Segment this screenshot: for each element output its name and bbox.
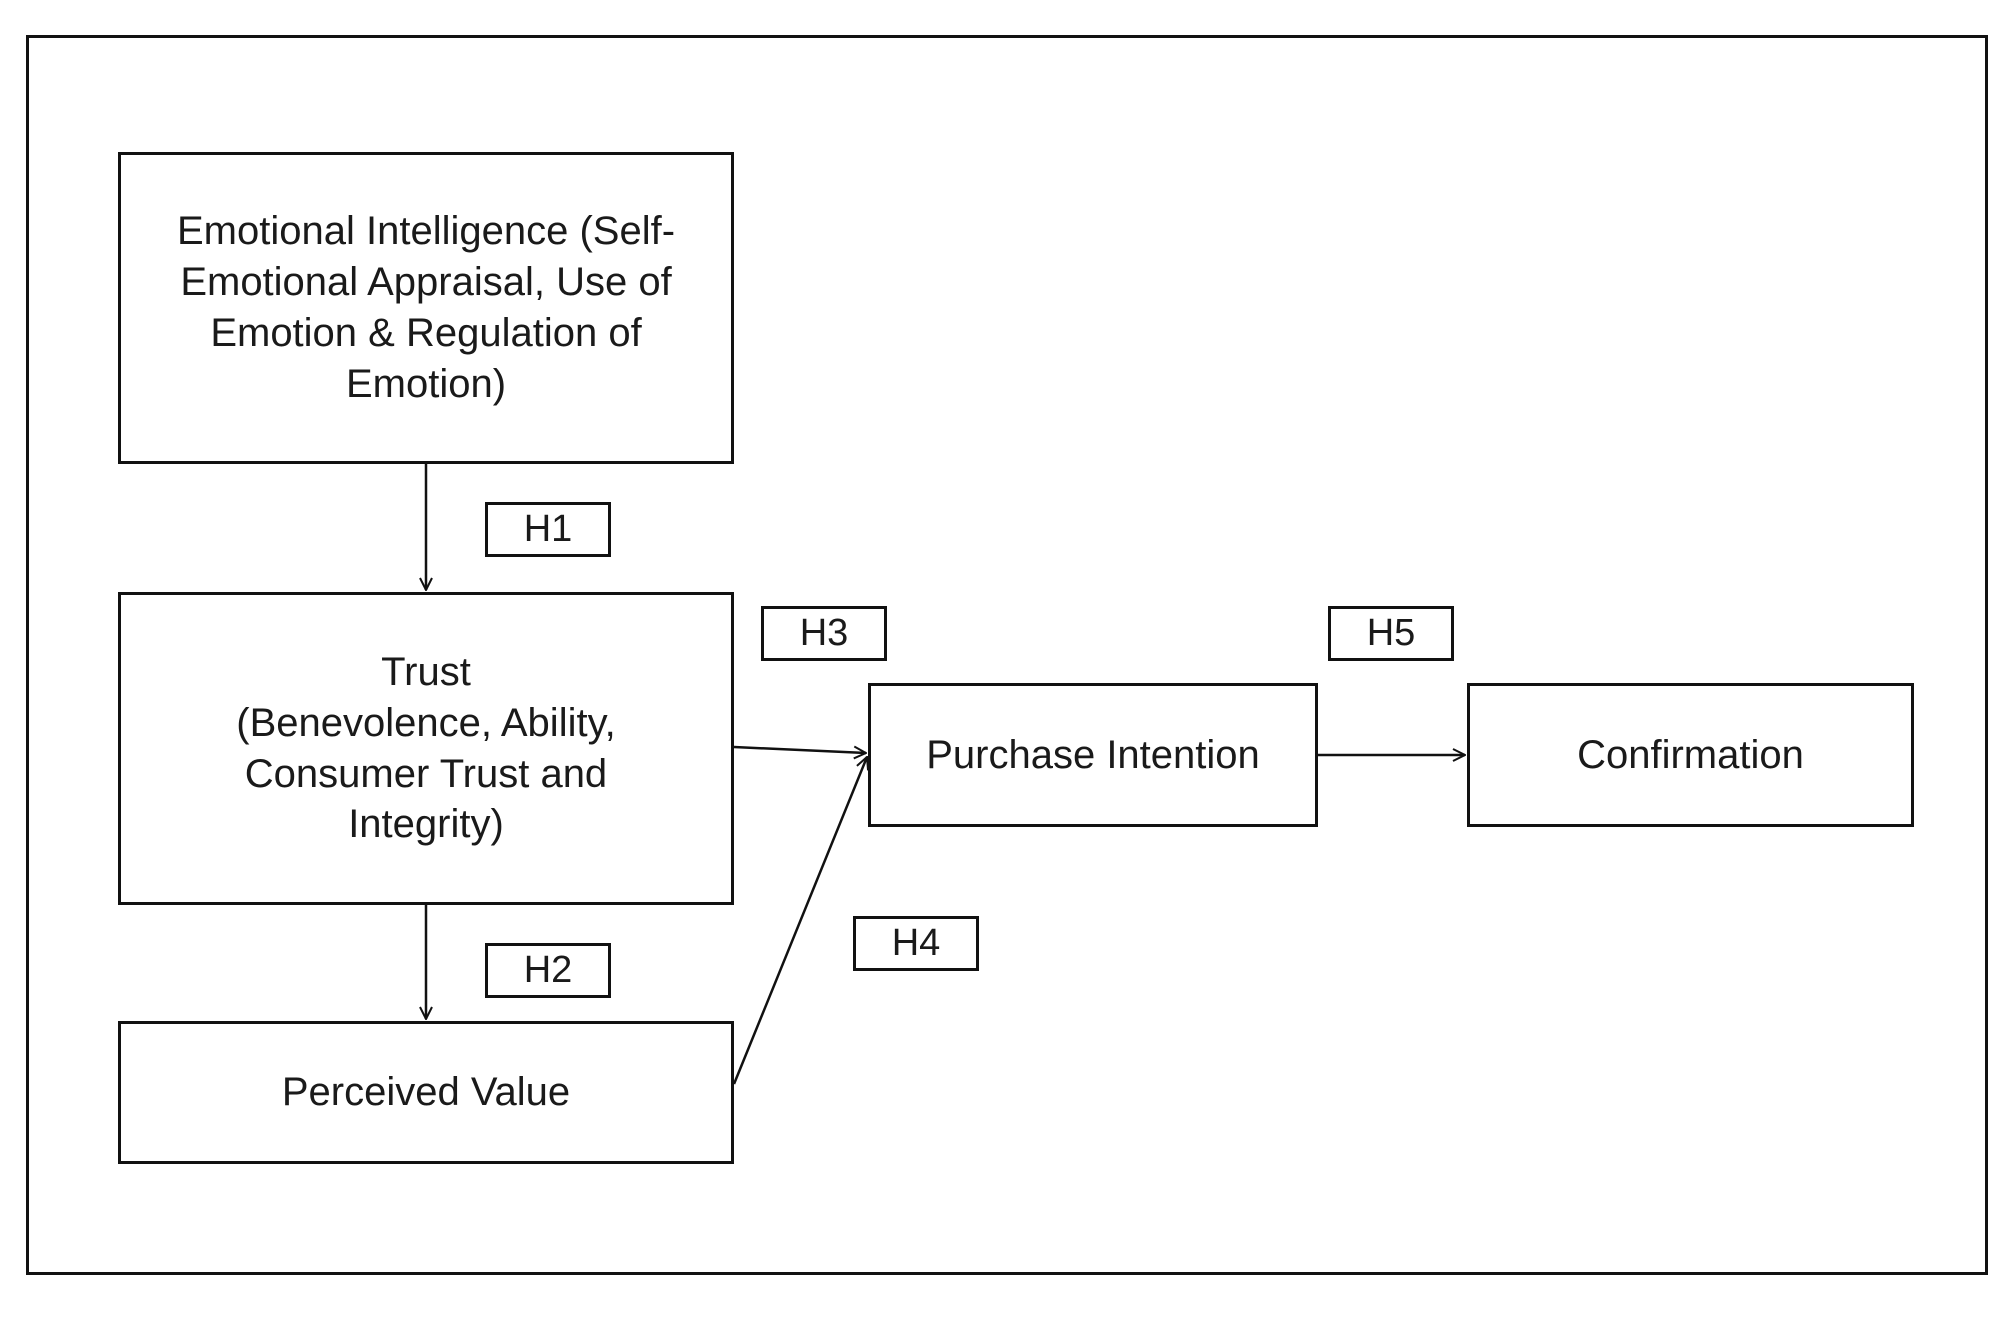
node-confirmation: Confirmation (1467, 683, 1914, 827)
node-label-line: Emotion & Regulation of (210, 311, 642, 355)
node-label-line: Emotion) (345, 361, 507, 406)
node-purchase-intention: Purchase Intention (868, 683, 1318, 827)
node-label-line: Emotional Appraisal, Use of (180, 260, 672, 305)
edge-h4-arrow (732, 757, 867, 1085)
hypothesis-label-h4: H4 (853, 916, 979, 971)
node-confirmation-label: Confirmation (1577, 732, 1804, 777)
node-trust-label: Trust (Benevolence, Ability, Consumer Tr… (236, 647, 615, 850)
node-label-line: Emotional Intelligence (Self- (176, 209, 676, 254)
node-purchase-intention-label: Purchase Intention (926, 732, 1260, 777)
hypothesis-label-h1: H1 (485, 502, 611, 557)
node-perceived-value-label: Perceived Value (281, 1070, 571, 1115)
hypothesis-label-h3: H3 (761, 606, 887, 661)
node-label-line: Trust (381, 649, 471, 694)
node-emotional-intelligence-label: Emotional Intelligence (Self- Emotional … (177, 206, 675, 409)
node-trust: Trust (Benevolence, Ability, Consumer Tr… (118, 592, 734, 905)
edge-h3-arrow (733, 747, 866, 753)
node-label-line: (Benevolence, Ability, (236, 700, 616, 745)
diagram-frame (26, 35, 1988, 1275)
node-emotional-intelligence: Emotional Intelligence (Self- Emotional … (118, 152, 734, 464)
hypothesis-label-h5: H5 (1328, 606, 1454, 661)
node-label-line: Consumer Trust and (244, 751, 608, 796)
node-perceived-value: Perceived Value (118, 1021, 734, 1164)
hypothesis-label-h2: H2 (485, 943, 611, 998)
node-label-line: Integrity) (348, 802, 504, 847)
